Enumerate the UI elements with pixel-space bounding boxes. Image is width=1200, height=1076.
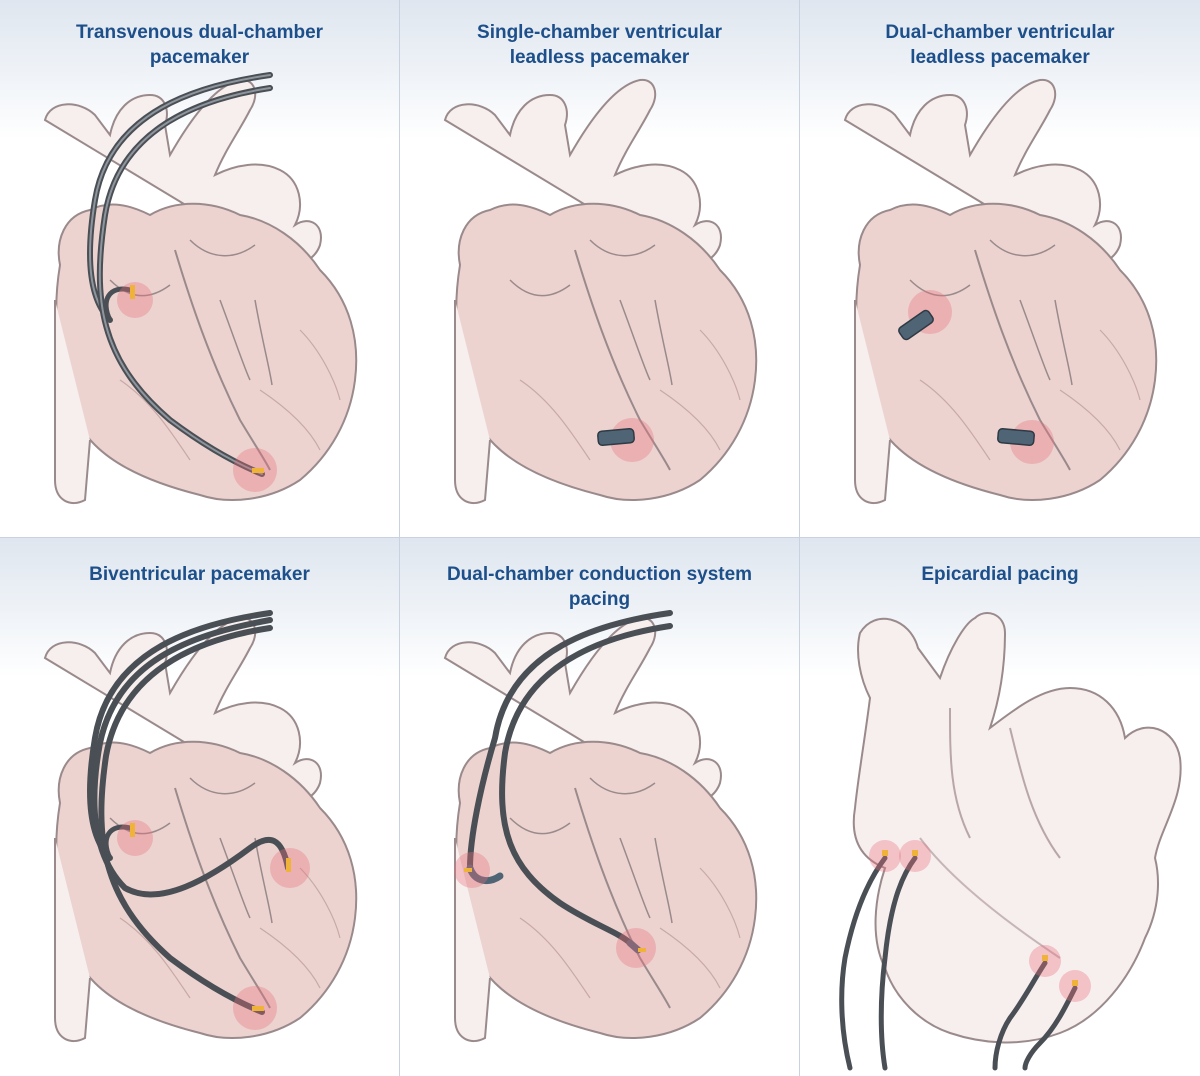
heart-illustration xyxy=(43,610,358,1043)
title-line-1: Dual-chamber conduction system pacing xyxy=(446,564,753,610)
trabeculae xyxy=(119,329,341,461)
septum xyxy=(574,249,671,471)
trabeculae xyxy=(119,867,341,999)
title-line-1: Single-chamber ventricular xyxy=(477,22,722,43)
septum xyxy=(174,249,271,471)
panel-epicardial: Epicardial pacing xyxy=(800,538,1200,1076)
vena-cava xyxy=(54,300,91,505)
pacing-sites xyxy=(454,852,656,968)
heart-illustration xyxy=(443,78,758,505)
title-line-2: pacemaker xyxy=(149,47,250,68)
vena-cava xyxy=(854,300,891,505)
leadless-device-ventricle xyxy=(597,418,654,462)
heart-cutaway xyxy=(43,78,358,505)
pacing-sites xyxy=(869,840,1091,1002)
valve-leaflets xyxy=(509,777,673,924)
heart-illustration xyxy=(43,72,358,505)
panel-title: Dual-chamber conduction system pacing xyxy=(400,562,799,612)
valve-leaflets xyxy=(909,239,1073,386)
title-line-2: leadless pacemaker xyxy=(509,47,690,68)
heart-exterior xyxy=(852,612,1182,1044)
valve-leaflets xyxy=(109,777,273,924)
trabeculae xyxy=(919,329,1141,461)
vena-cava xyxy=(454,838,491,1043)
pacing-sites xyxy=(117,820,310,1030)
trabeculae xyxy=(519,867,741,999)
panel-title: Transvenous dual-chamber pacemaker xyxy=(0,20,399,70)
biventricular-leads xyxy=(87,610,291,1015)
panel-single-chamber-leadless: Single-chamber ventricular leadless pace… xyxy=(400,0,800,538)
vena-cava xyxy=(54,838,91,1043)
panel-transvenous-dual-chamber: Transvenous dual-chamber pacemaker xyxy=(0,0,400,538)
heart-illustration xyxy=(443,610,758,1043)
valve-leaflets xyxy=(109,239,273,386)
panel-title: Biventricular pacemaker xyxy=(0,562,399,587)
panel-title: Epicardial pacing xyxy=(800,562,1200,587)
heart-illustration xyxy=(843,78,1158,505)
panel-title: Single-chamber ventricular leadless pace… xyxy=(400,20,799,70)
heart-cutaway xyxy=(443,78,758,505)
panel-title: Dual-chamber ventricular leadless pacema… xyxy=(800,20,1200,70)
heart-illustration-exterior xyxy=(839,612,1182,1071)
conduction-system-leads xyxy=(466,610,673,954)
vena-cava xyxy=(454,300,491,505)
title-line-1: Epicardial pacing xyxy=(921,564,1079,585)
heart-cutaway xyxy=(843,78,1158,505)
trabeculae xyxy=(519,329,741,461)
title-line-1: Dual-chamber ventricular xyxy=(885,22,1115,43)
septum xyxy=(174,787,271,1009)
title-line-1: Transvenous dual-chamber xyxy=(75,22,324,43)
valve-leaflets xyxy=(509,239,673,386)
panel-conduction-system: Dual-chamber conduction system pacing xyxy=(400,538,800,1076)
heart-cutaway xyxy=(43,616,358,1043)
septum xyxy=(574,787,671,1009)
pacing-sites xyxy=(117,282,277,492)
heart-cutaway xyxy=(443,616,758,1043)
leadless-devices xyxy=(898,290,1054,464)
panel-biventricular: Biventricular pacemaker xyxy=(0,538,400,1076)
title-line-2: leadless pacemaker xyxy=(910,47,1090,68)
transvenous-leads xyxy=(87,72,273,477)
epicardial-leads xyxy=(839,855,1078,1071)
septum xyxy=(974,249,1071,471)
panel-dual-chamber-leadless: Dual-chamber ventricular leadless pacema… xyxy=(800,0,1200,538)
title-line-1: Biventricular pacemaker xyxy=(89,564,310,585)
